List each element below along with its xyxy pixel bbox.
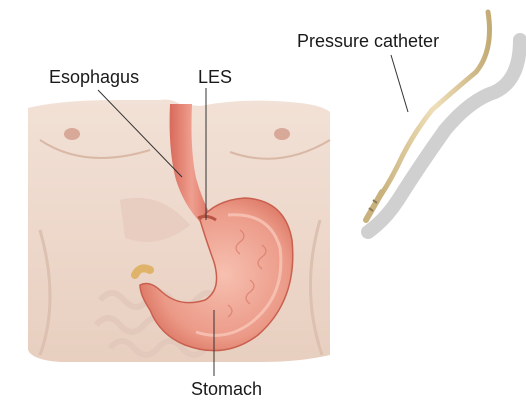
esophagus-label: Esophagus <box>49 67 139 87</box>
les-label: LES <box>198 67 232 87</box>
stomach-label: Stomach <box>191 379 262 399</box>
catheter-leader-line <box>391 55 408 112</box>
pressure-catheter-label: Pressure catheter <box>297 31 439 51</box>
